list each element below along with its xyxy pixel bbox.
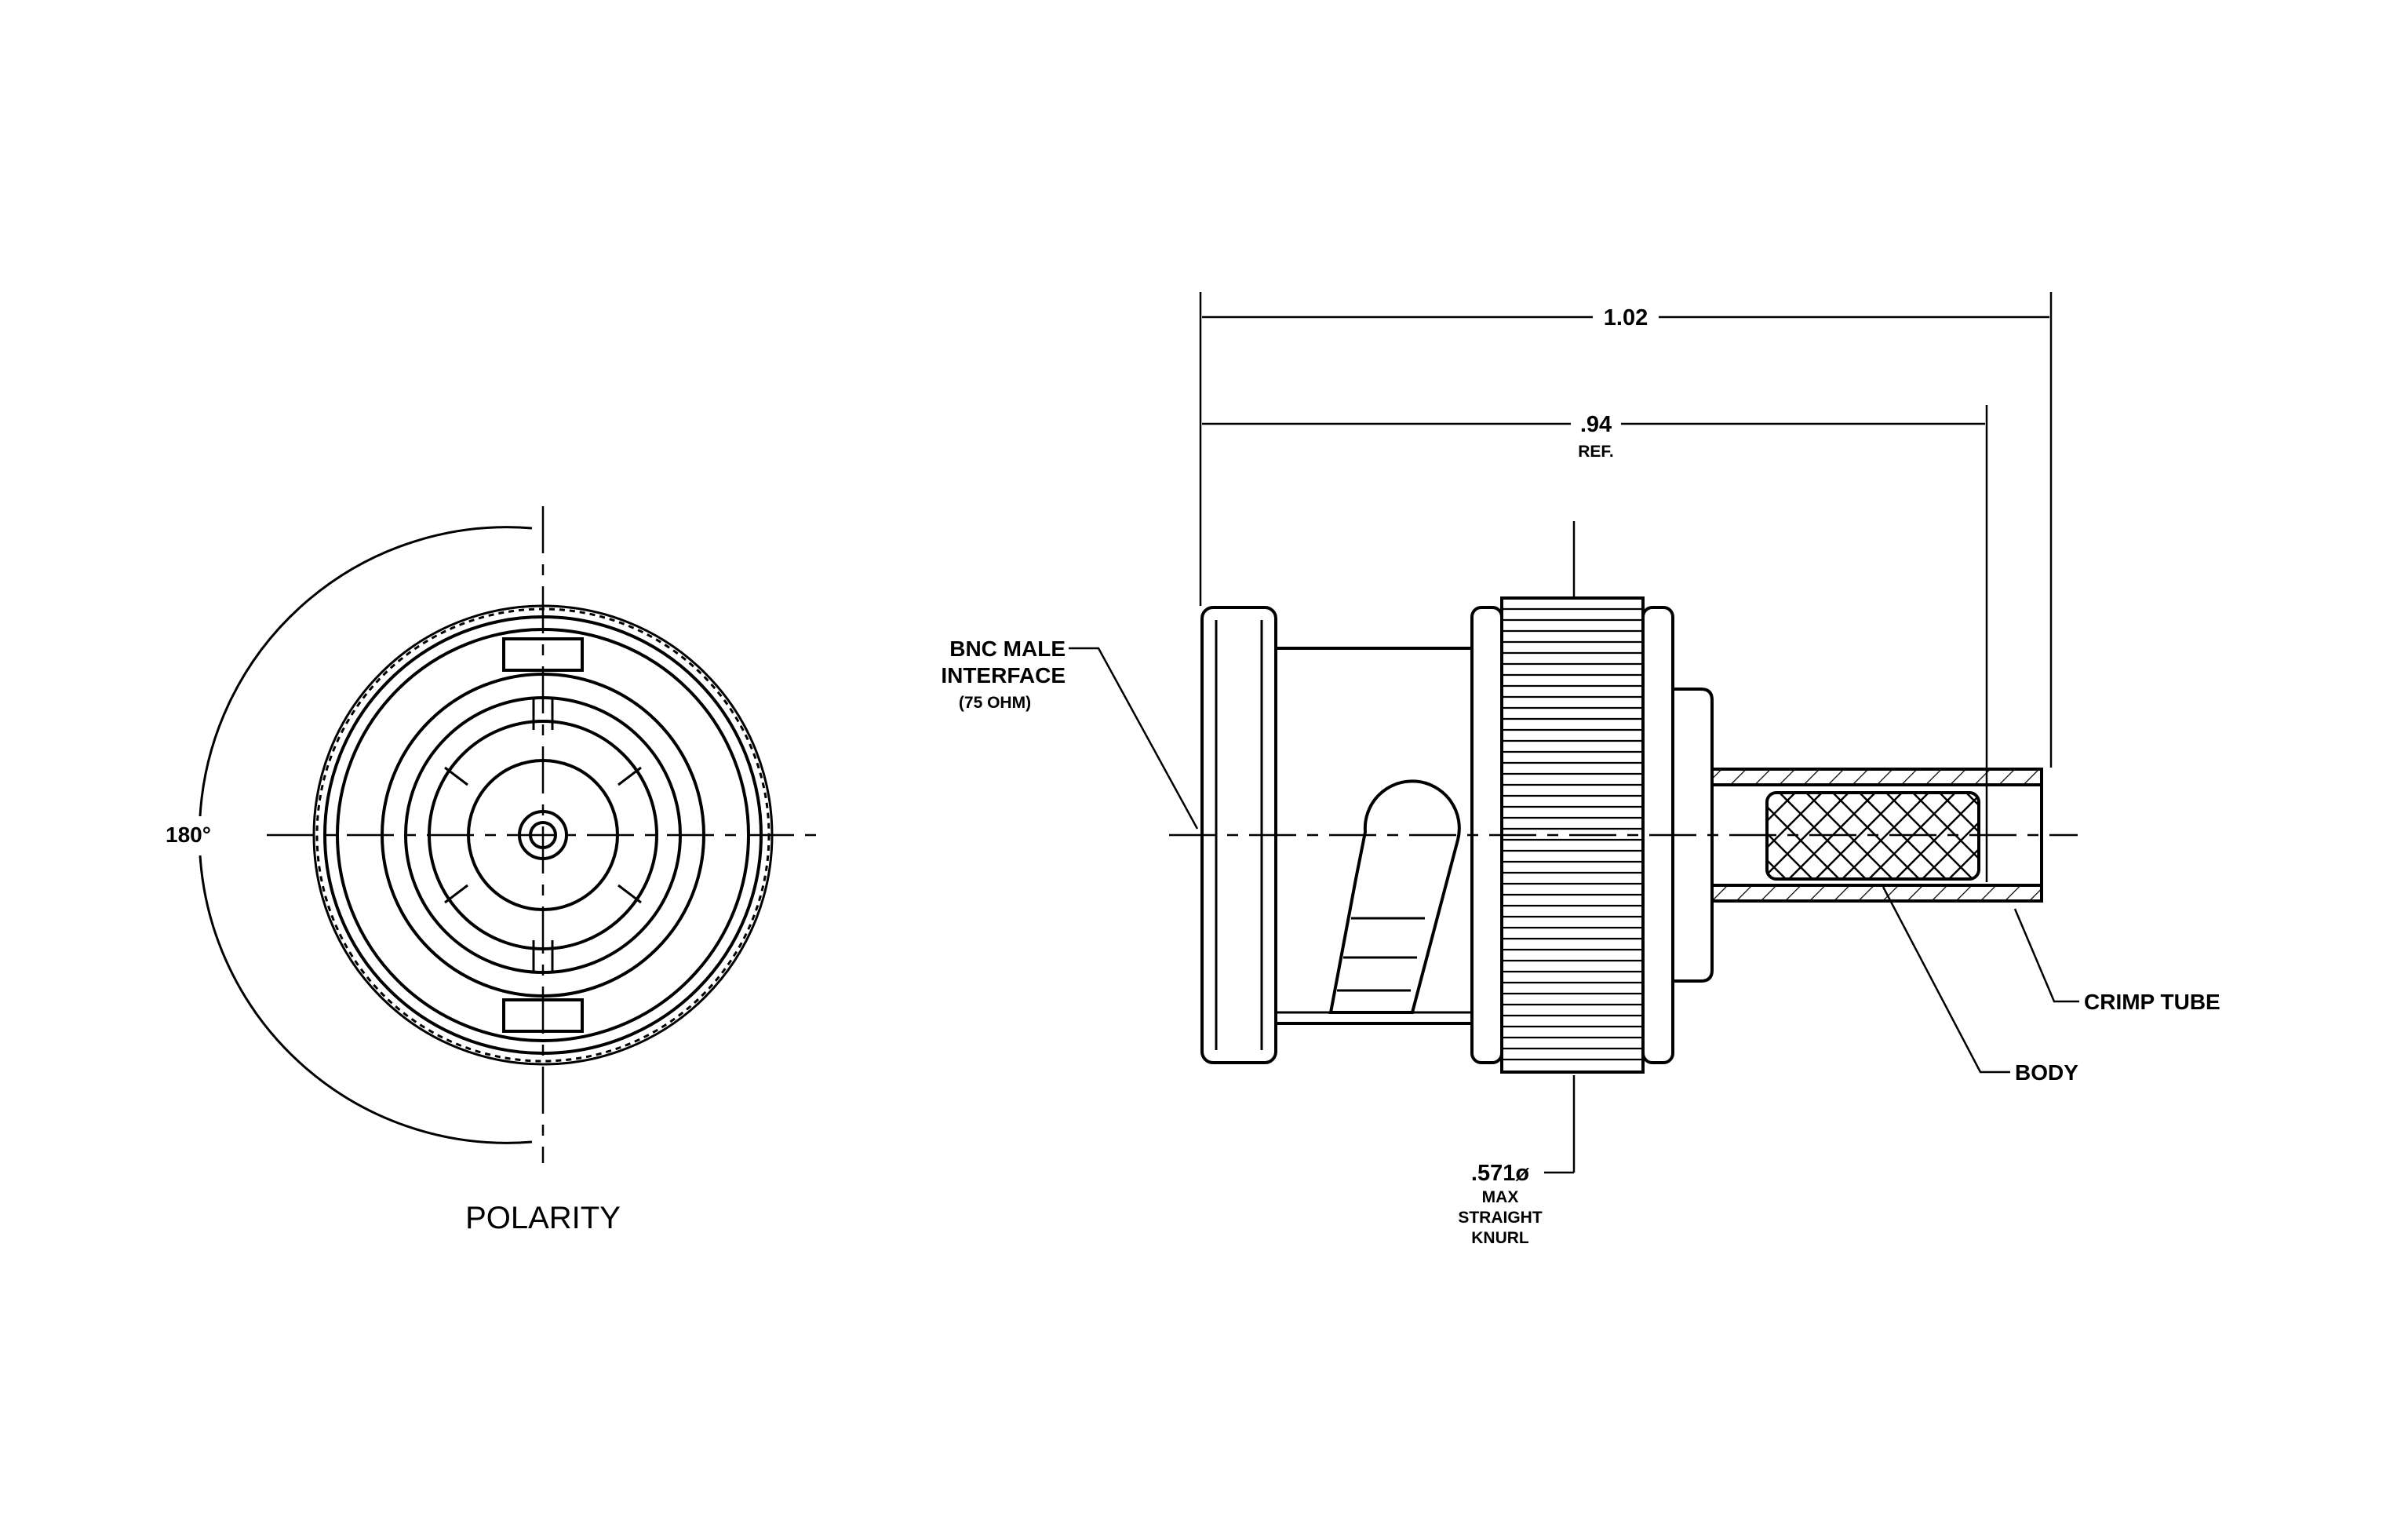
crimp-tube-callout: CRIMP TUBE [2084,990,2220,1014]
body-leader [1882,886,2010,1074]
interface-callout-line1: BNC MALE [949,636,1066,661]
overall-length-dimension: 1.02 [1604,305,1648,330]
body-callout: BODY [2015,1060,2078,1085]
polarity-arc-lower [199,855,533,1144]
socket-slots [444,698,642,972]
ref-length-dimension: .94 [1580,412,1612,437]
knurl-diameter-dimension: .571ø [1471,1161,1529,1186]
end-view [199,506,816,1163]
crimp-tube-wall-bottom [1710,884,2043,903]
interface-callout-line2: INTERFACE [941,663,1066,688]
interface-leader [1069,647,1199,830]
polarity-caption: POLARITY [465,1201,621,1235]
knurl-note-straight: STRAIGHT [1458,1209,1543,1227]
interface-callout-line3: (75 OHM) [959,694,1031,712]
knurl-note-max: MAX [1482,1188,1519,1206]
knurl-lines [1502,607,1643,1061]
knurl-note-knurl: KNURL [1471,1229,1529,1247]
crimp-tube-wall-top [1710,768,2043,786]
ref-note: REF. [1578,443,1614,461]
crimp-tube-leader [2013,908,2079,1003]
polarity-arc-upper [199,526,533,817]
angle-label: 180° [166,823,211,847]
side-view [1069,292,2079,1174]
bayonet-slot [1328,779,1461,1014]
